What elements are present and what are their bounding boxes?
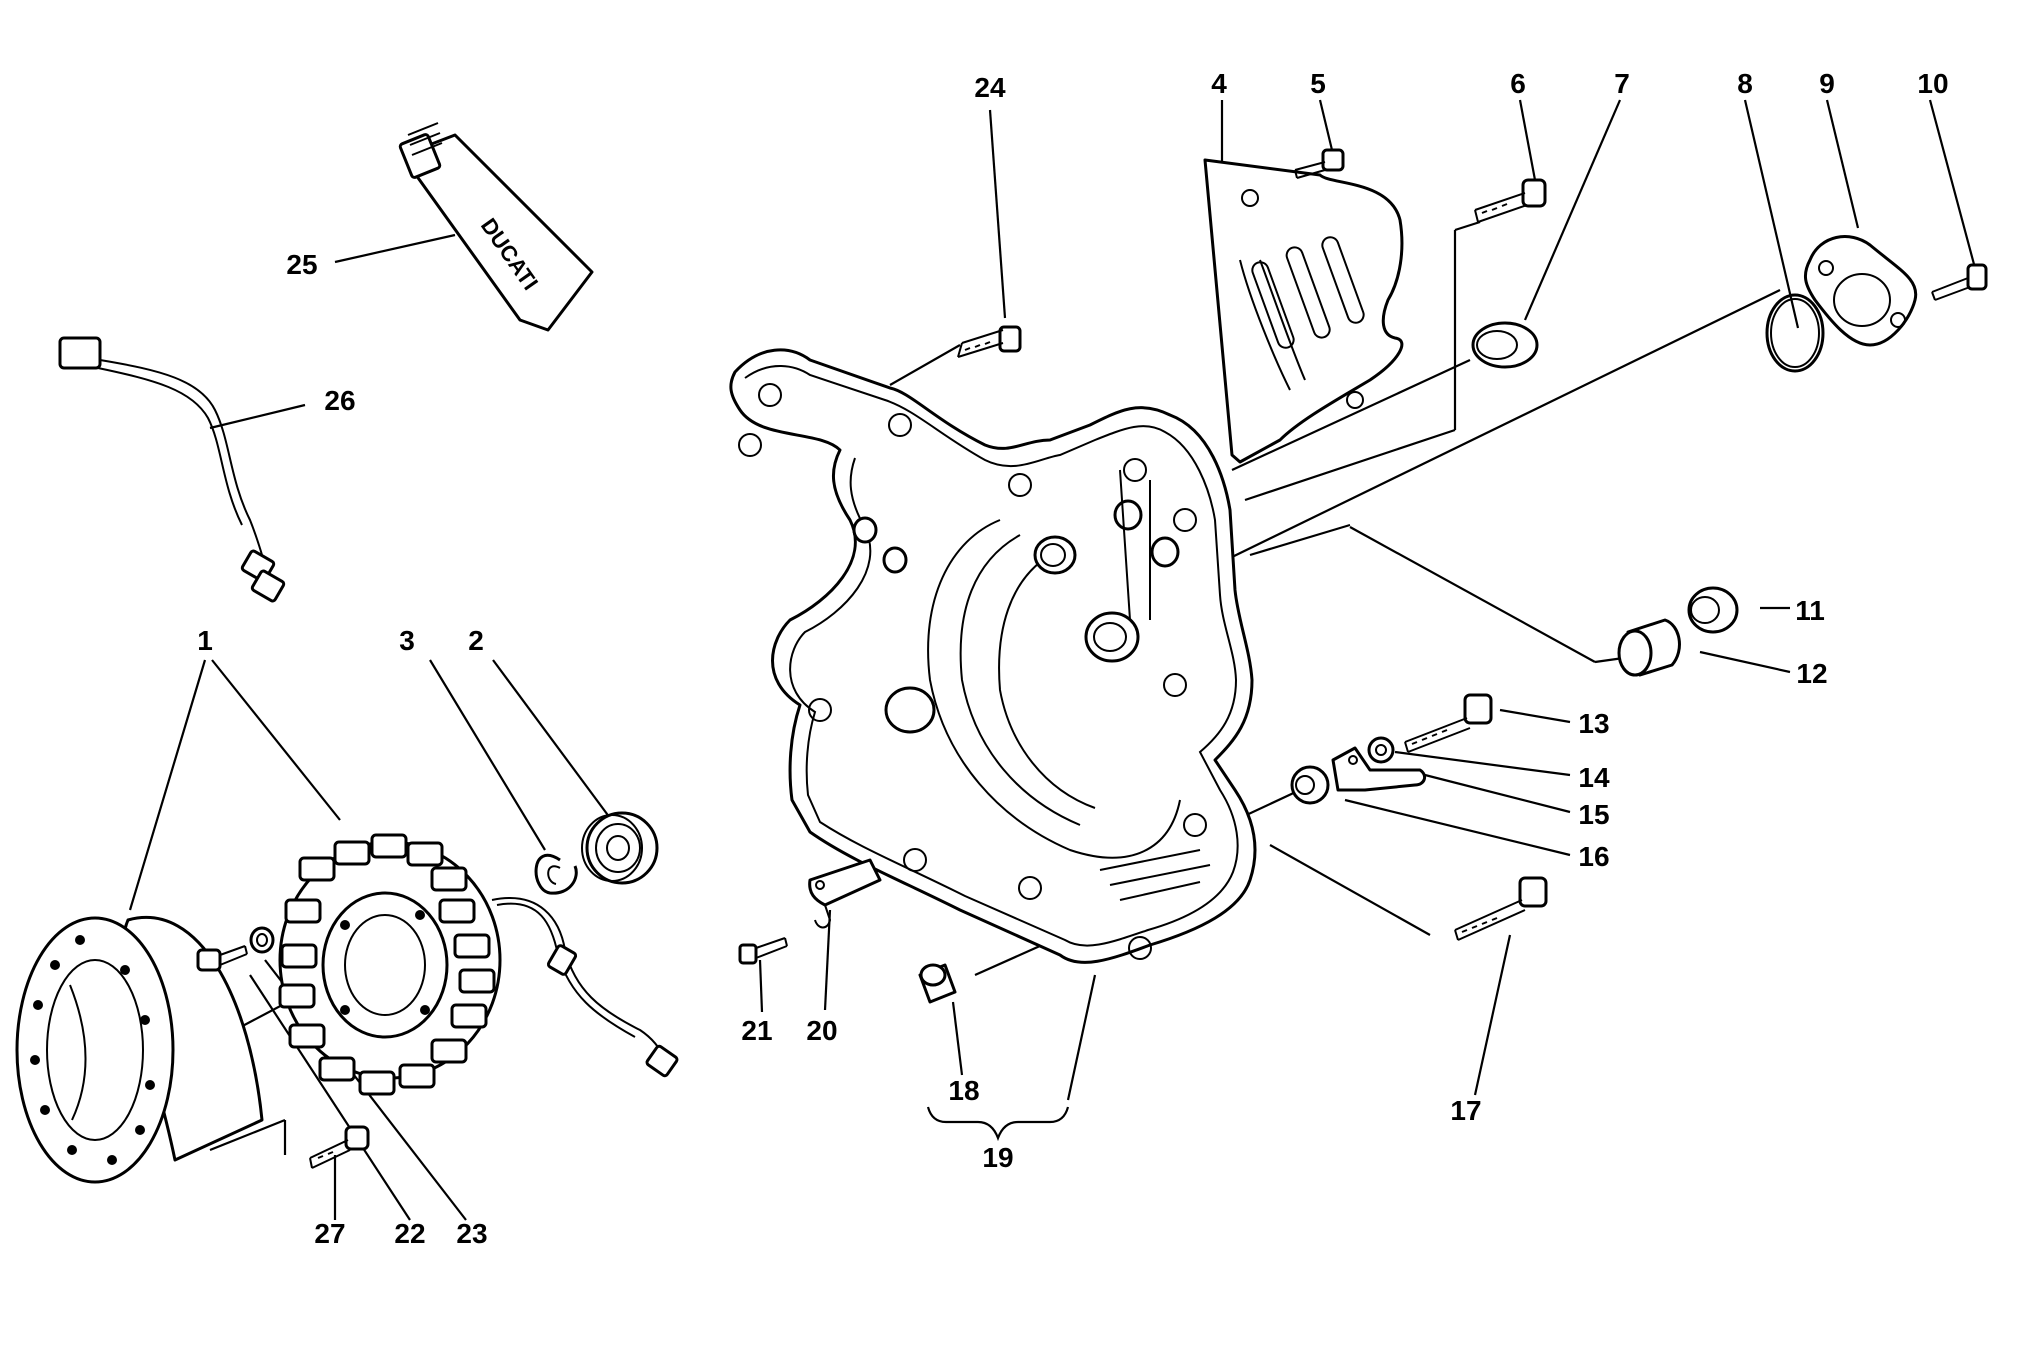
callout-6: 6 — [1510, 68, 1526, 99]
callout-10: 10 — [1917, 68, 1948, 99]
o-ring — [1765, 293, 1825, 373]
screw-27 — [309, 1125, 370, 1169]
leader-lines — [128, 99, 1977, 1221]
bolt-6 — [1474, 178, 1547, 223]
callout-15: 15 — [1578, 799, 1609, 830]
wire-harness — [58, 336, 286, 603]
callout-11: 11 — [1795, 595, 1825, 626]
circlip — [534, 853, 578, 895]
bolt-17 — [1454, 876, 1548, 941]
callout-1: 1 — [197, 625, 213, 656]
bush-12 — [1617, 618, 1681, 677]
callout-9: 9 — [1819, 68, 1835, 99]
clip-15 — [1331, 746, 1427, 792]
screw-22 — [196, 945, 248, 972]
washer-23 — [249, 926, 275, 954]
crankcase-cover — [729, 348, 1257, 964]
callout-20: 20 — [806, 1015, 837, 1046]
bolt-13 — [1404, 693, 1493, 753]
screw-10 — [1931, 263, 1988, 301]
callout-3: 3 — [399, 625, 415, 656]
callout-17: 17 — [1450, 1095, 1481, 1126]
callout-24: 24 — [974, 72, 1006, 103]
washer-14 — [1367, 736, 1395, 764]
callout-18: 18 — [948, 1075, 979, 1106]
callout-2: 2 — [468, 625, 484, 656]
callout-13: 13 — [1578, 708, 1609, 739]
callout-4: 4 — [1211, 68, 1227, 99]
bearing — [581, 811, 659, 885]
callout-labels: 1 2 3 4 5 6 7 8 9 10 11 12 13 14 15 16 1… — [197, 68, 1948, 1249]
callout-12: 12 — [1796, 658, 1827, 689]
screw-21 — [738, 937, 788, 965]
dowel-18 — [918, 963, 957, 1004]
callout-19: 19 — [982, 1142, 1013, 1173]
callout-5: 5 — [1310, 68, 1326, 99]
bushing-7 — [1471, 321, 1539, 369]
callout-14: 14 — [1578, 762, 1610, 793]
callout-21: 21 — [741, 1015, 772, 1046]
callout-27: 27 — [314, 1218, 345, 1249]
screw-5 — [1294, 148, 1345, 179]
callout-16: 16 — [1578, 841, 1609, 872]
callout-8: 8 — [1737, 68, 1753, 99]
cover-plate — [1203, 158, 1404, 464]
spacer-11 — [1687, 586, 1739, 634]
stator — [278, 833, 679, 1096]
clip-20 — [808, 858, 882, 929]
sealant-tube: DUCATI — [398, 122, 594, 332]
flywheel-rotor — [15, 916, 264, 1184]
callout-22: 22 — [394, 1218, 425, 1249]
callout-23: 23 — [456, 1218, 487, 1249]
callout-25: 25 — [286, 249, 317, 280]
callout-7: 7 — [1614, 68, 1630, 99]
spacer-16 — [1290, 765, 1330, 805]
flange — [1803, 235, 1918, 347]
callout-26: 26 — [324, 385, 355, 416]
screw-24 — [957, 325, 1022, 358]
